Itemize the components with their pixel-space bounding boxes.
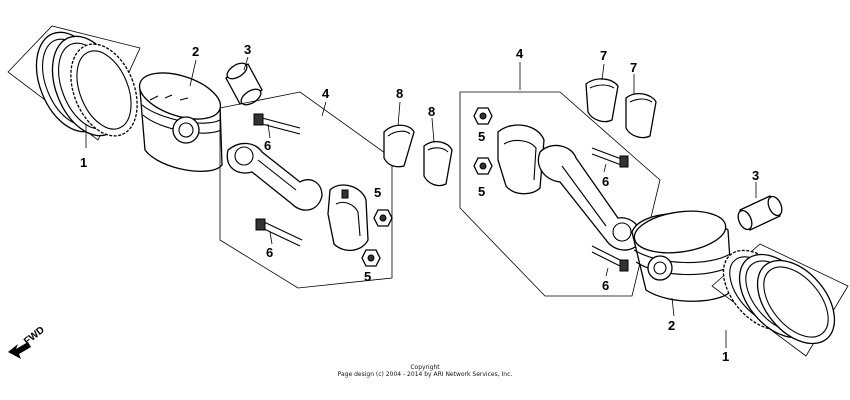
callout-7-a: 7	[600, 48, 607, 63]
copyright-title: Copyright	[410, 364, 440, 371]
callout-3-left: 3	[244, 42, 251, 57]
rod-bolt-upper-right[interactable]	[591, 147, 629, 168]
callout-5-left-a: 5	[374, 185, 381, 200]
rod-bearing-7a[interactable]	[585, 78, 619, 123]
rod-nut-upper-left[interactable]	[373, 209, 393, 227]
leader-lines	[85, 56, 757, 348]
callout-6-left-a: 6	[264, 138, 271, 153]
rod-nut-lower-left[interactable]	[361, 249, 381, 267]
callout-6-right-b: 6	[602, 278, 609, 293]
callout-7-b: 7	[630, 60, 637, 75]
callout-1-right: 1	[722, 349, 729, 364]
rod-bolt-lower-right[interactable]	[591, 245, 629, 272]
copyright-notice: Page design (c) 2004 - 2014 by ARI Netwo…	[337, 371, 513, 378]
callout-6-right-a: 6	[602, 174, 609, 189]
piston-pin-right[interactable]	[735, 194, 784, 231]
callout-3-right: 3	[752, 168, 759, 183]
rod-bolt-lower-left[interactable]	[255, 218, 303, 247]
piston-ring-set-right[interactable]	[709, 237, 850, 358]
callout-4-right: 4	[516, 46, 524, 61]
rod-bolt-upper-left[interactable]	[253, 113, 301, 135]
callout-5-right-b: 5	[478, 184, 485, 199]
fwd-indicator: FWD	[8, 325, 47, 359]
callout-1-left: 1	[80, 155, 87, 170]
callout-2-left: 2	[192, 44, 199, 59]
rod-nut-upper-right[interactable]	[473, 107, 493, 125]
rod-nut-lower-right[interactable]	[473, 157, 493, 175]
callout-5-left-b: 5	[364, 269, 371, 284]
callout-8-a: 8	[396, 86, 403, 101]
piston-pin-left[interactable]	[224, 60, 263, 108]
rod-bearing-7b[interactable]	[625, 92, 657, 139]
callout-6-left-b: 6	[266, 245, 273, 260]
piston-ring-set-left[interactable]	[7, 22, 150, 146]
callout-8-b: 8	[428, 104, 435, 119]
rod-bearing-8b[interactable]	[423, 140, 453, 187]
piston-right[interactable]	[631, 206, 733, 302]
fwd-label: FWD	[22, 325, 47, 348]
callout-5-right-a: 5	[478, 129, 485, 144]
rod-cap-right[interactable]	[497, 124, 545, 195]
conrod-assembly-left[interactable]	[219, 91, 393, 289]
rod-bearing-8a[interactable]	[383, 124, 415, 168]
callout-2-right: 2	[668, 318, 675, 333]
piston-left[interactable]	[134, 64, 226, 172]
callout-4-left: 4	[322, 86, 330, 101]
rod-cap-left[interactable]	[327, 184, 369, 251]
fwd-arrow-icon	[8, 342, 31, 359]
